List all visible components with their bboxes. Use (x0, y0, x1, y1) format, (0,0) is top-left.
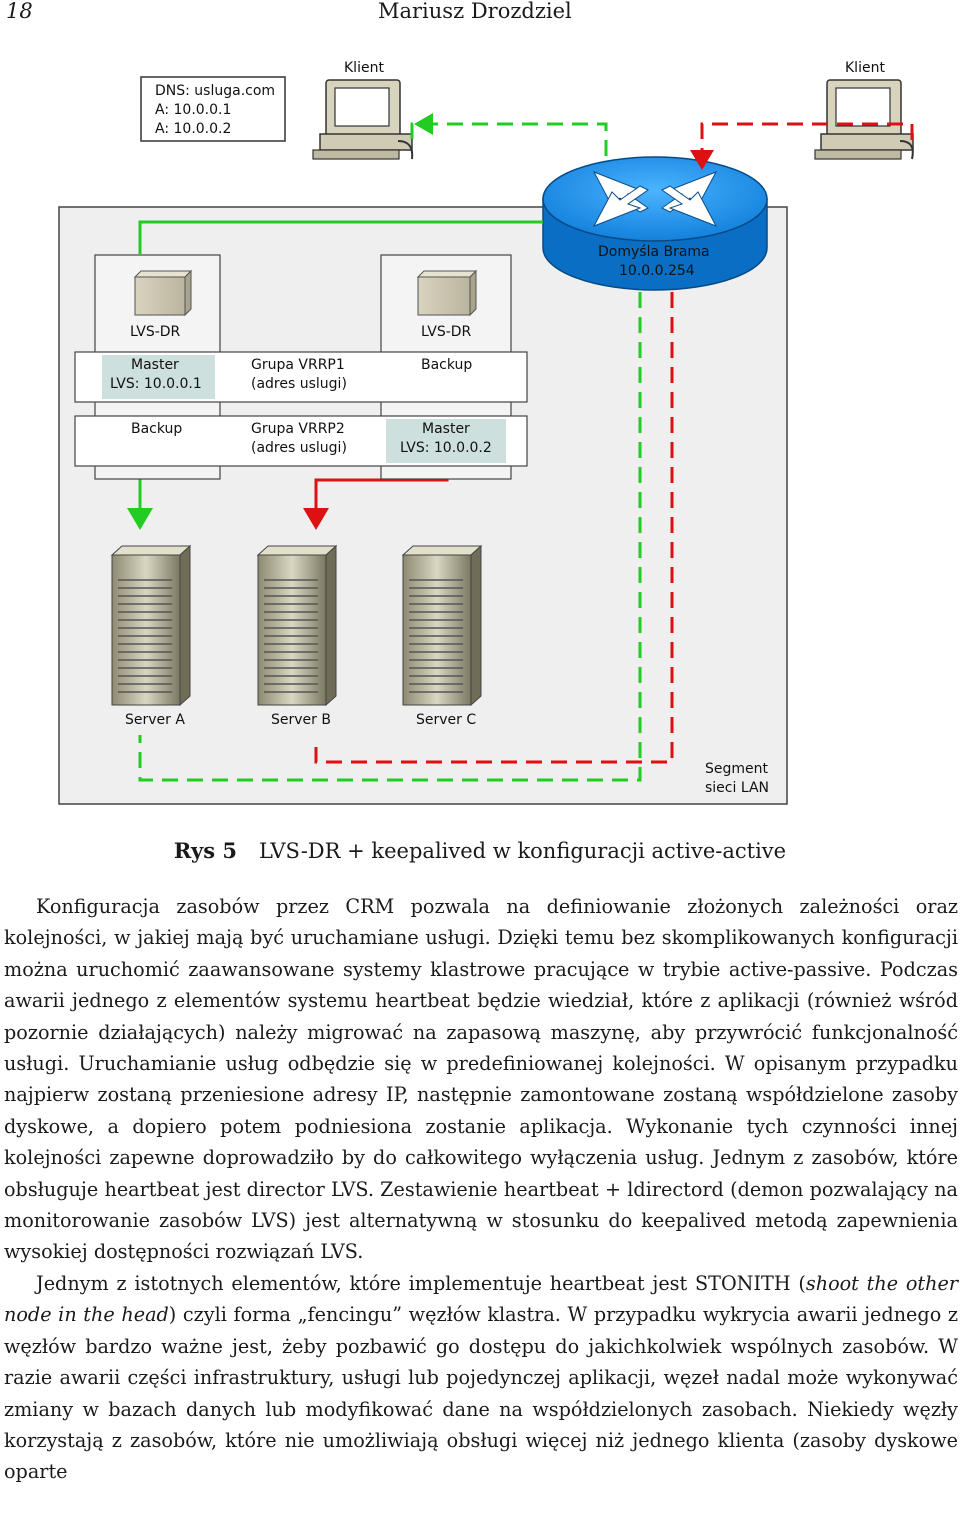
figure-caption: Rys 5 LVS-DR + keepalived w konfiguracji … (0, 838, 960, 863)
paragraph-2-end: ) czyli forma „fencingu” węzłów klastra.… (4, 1303, 958, 1484)
lvs-right-backup-label: Backup (421, 357, 472, 373)
gateway-label: Domyśla Brama (598, 244, 710, 260)
vrrp-group-2: Backup Grupa VRRP2 (adres uslugi) Master… (74, 415, 528, 467)
red-arrow-server-b (303, 508, 329, 530)
red-path-client (700, 122, 914, 166)
client-right-label: Klient (845, 60, 885, 76)
dns-line-2: A: 10.0.0.1 (155, 102, 231, 118)
running-head-author: Mariusz Drozdziel (378, 0, 572, 23)
dns-record-box: DNS: usluga.com A: 10.0.0.1 A: 10.0.0.2 (140, 76, 286, 142)
page-number: 18 (6, 0, 33, 23)
dns-line-1: DNS: usluga.com (155, 83, 275, 99)
lvs-left-backup-label: Backup (131, 421, 182, 437)
green-lan-to-lvs (138, 220, 543, 254)
page-header: 18 Mariusz Drozdziel (0, 0, 960, 24)
segment-label-1: Segment (705, 761, 769, 777)
client-left-label: Klient (344, 60, 384, 76)
dns-line-3: A: 10.0.0.2 (155, 121, 231, 137)
caption-text: LVS-DR + keepalived w konfiguracji activ… (258, 839, 787, 863)
server-c-icon: Server C (401, 544, 483, 728)
green-arrow-server-a (127, 508, 153, 530)
lvs-left-master-label: Master (131, 357, 179, 373)
green-lan-line (138, 292, 642, 782)
server-c-label: Server C (416, 712, 476, 728)
network-diagram: DNS: usluga.com A: 10.0.0.1 A: 10.0.0.2 … (58, 60, 914, 805)
vrrp2-title: Grupa VRRP2 (251, 421, 345, 437)
paragraph-2-italic: shoot the other node in the head (4, 1271, 958, 1327)
server-a-label: Server A (125, 712, 185, 728)
body-text: Konfiguracja zasobów przez CRM pozwala n… (4, 891, 958, 1488)
green-arrow-left-client (414, 113, 433, 135)
client-right-icon: Klient (814, 60, 914, 160)
lvs-left-title: LVS-DR (130, 324, 181, 340)
red-arrow-right-client (690, 150, 714, 170)
paragraph-2: Jednym z istotnych elementów, które impl… (4, 1268, 958, 1488)
gateway-ip: 10.0.0.254 (619, 263, 695, 279)
lvs-right-ip: LVS: 10.0.0.2 (400, 440, 492, 456)
client-left-icon: Klient (312, 60, 414, 160)
caption-label: Rys 5 (173, 838, 237, 863)
paragraph-1: Konfiguracja zasobów przez CRM pozwala n… (4, 895, 958, 1264)
server-b-label: Server B (271, 712, 331, 728)
vrrp1-subtitle: (adres uslugi) (251, 376, 347, 392)
segment-label-2: sieci LAN (705, 780, 769, 796)
lvs-left-ip: LVS: 10.0.0.1 (110, 376, 202, 392)
vrrp2-subtitle: (adres uslugi) (251, 440, 347, 456)
paragraph-2-start: Jednym z istotnych elementów, które impl… (36, 1271, 806, 1295)
gateway-router-icon: Domyśla Brama 10.0.0.254 (542, 156, 768, 291)
server-b-icon: Server B (256, 544, 338, 728)
vrrp1-title: Grupa VRRP1 (251, 357, 345, 373)
lvs-right-master-label: Master (422, 421, 470, 437)
green-path-client (410, 122, 608, 163)
red-lan-line (314, 292, 674, 764)
vrrp-group-1: Master LVS: 10.0.0.1 Grupa VRRP1 (adres … (74, 351, 528, 403)
lvs-right-title: LVS-DR (421, 324, 472, 340)
server-a-icon: Server A (110, 544, 192, 728)
